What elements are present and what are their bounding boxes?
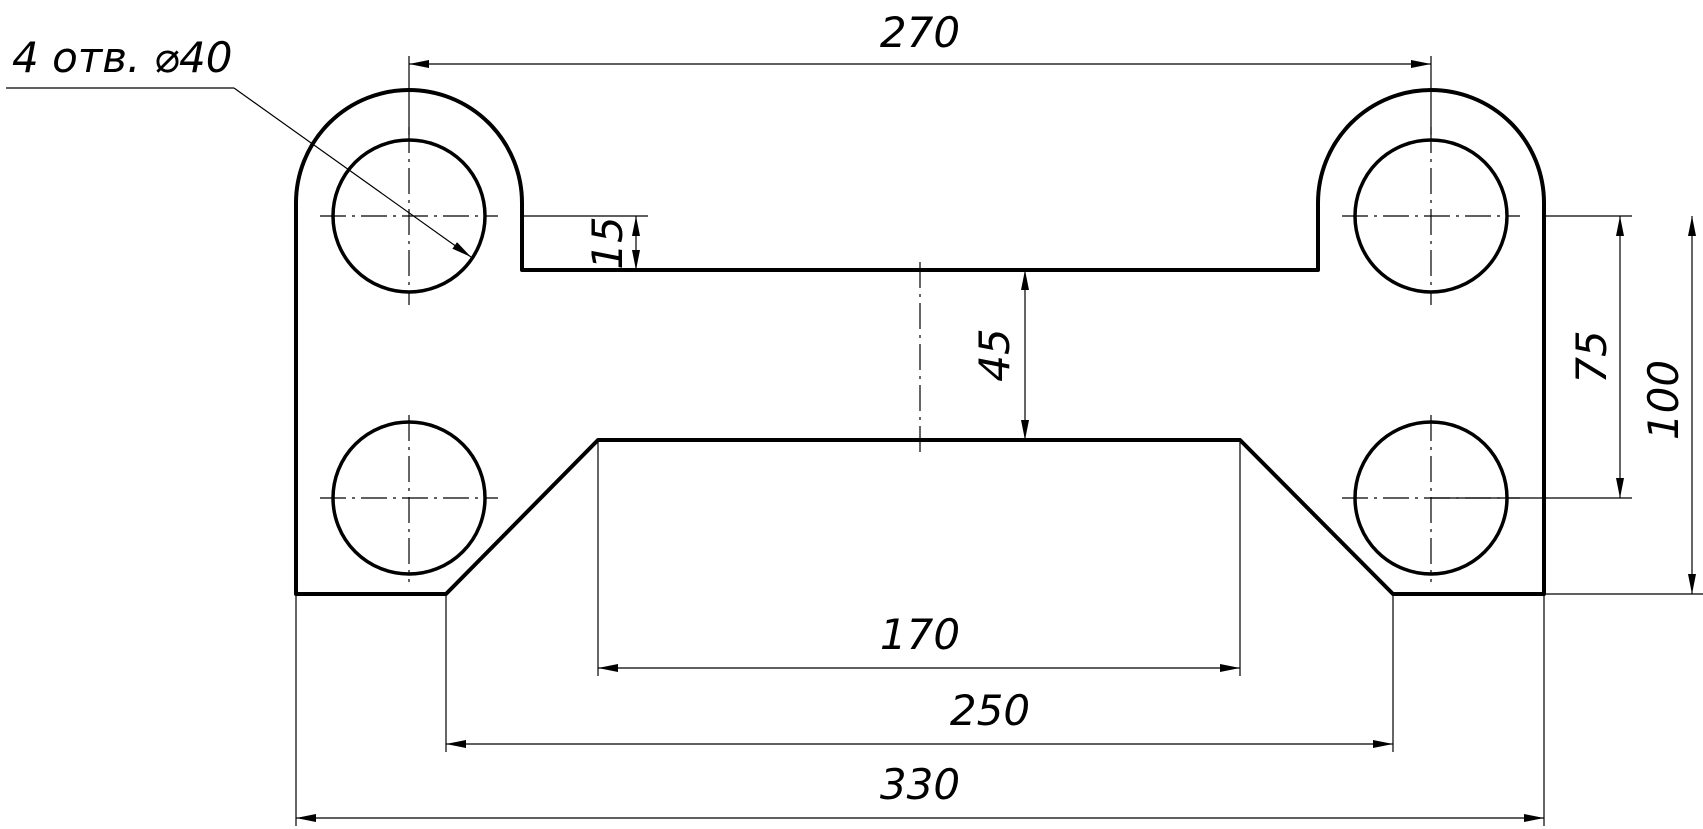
dimension-75-label: 75 (1567, 330, 1616, 383)
dimension-330-label: 330 (880, 760, 960, 809)
hole-callout-label: 4 отв. ⌀40 (12, 33, 232, 82)
dimension-45: 45 (970, 270, 1029, 440)
dimension-250-label: 250 (950, 686, 1030, 735)
dimension-100: 100 (1544, 216, 1703, 595)
dimension-250: 250 (445, 594, 1394, 752)
dimension-100-label: 100 (1639, 360, 1688, 440)
hole-callout: 4 отв. ⌀40 (6, 33, 472, 258)
dimension-45-label: 45 (970, 328, 1019, 381)
dimension-330: 330 (295, 594, 1545, 826)
part-outline (294, 88, 1546, 596)
dimension-170-label: 170 (880, 610, 960, 659)
dimension-15: 15 (522, 215, 648, 270)
dimension-75: 75 (1431, 215, 1632, 499)
dimension-270-label: 270 (880, 8, 960, 57)
center-lines (320, 127, 1520, 582)
dimension-170: 170 (597, 440, 1241, 676)
dimension-270: 270 (408, 8, 1432, 135)
dimension-15-label: 15 (583, 216, 632, 269)
